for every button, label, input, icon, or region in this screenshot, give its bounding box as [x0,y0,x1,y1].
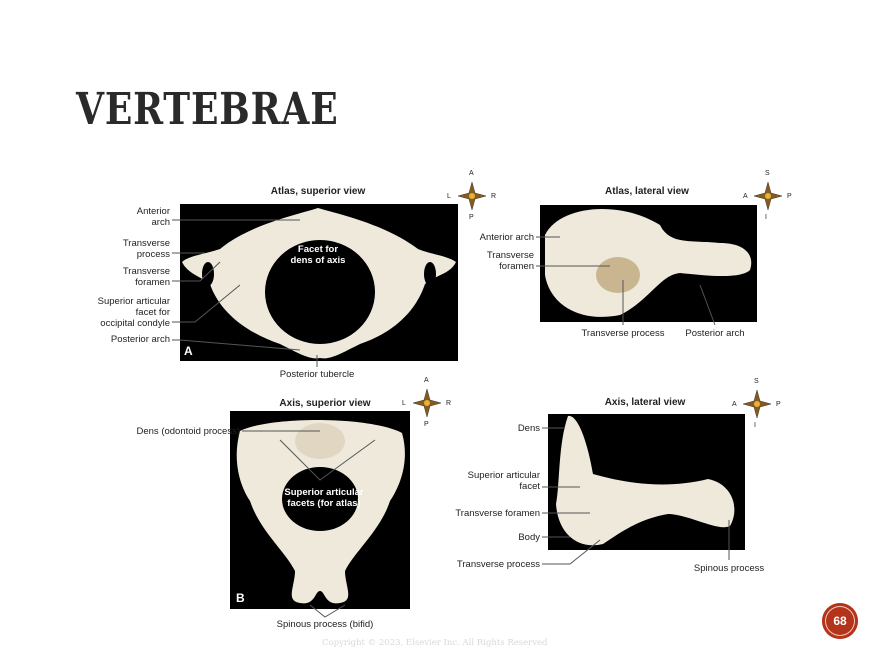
page-number-badge: 68 [822,603,858,639]
compass-left: L [402,400,406,407]
compass-rose-icon [753,181,783,211]
compass-bottom: I [765,214,767,221]
label-anterior-arch-lateral: Anterior arch [479,232,534,243]
compass-top: A [469,170,474,177]
compass-right: P [787,193,792,200]
axis-superior-image: B Superior articular facets (for atlas) [230,411,410,609]
compass-top: S [754,378,759,385]
label-spinous-process: Spinous process [693,563,765,574]
compass-left: A [743,193,748,200]
atlas-superior-bone [182,208,456,359]
label-transverse-process: Transverse process [122,238,170,260]
compass-right: R [491,193,497,200]
compass-icon-atlas-superior: A P L R [447,170,496,221]
slide-title: VERTEBRAE [76,84,339,135]
panel-letter-a: A [184,344,193,358]
axis-lateral-title: Axis, lateral view [604,397,686,408]
superior-articular-facets-label: Superior articular facets (for atlas) [284,487,364,509]
label-transverse-process-axis: Transverse process [456,559,540,570]
compass-icon-atlas-lateral: S I A P [743,170,792,221]
atlas-superior-title: Atlas, superior view [270,186,366,197]
label-dens-odontoid: Dens (odontoid process) [136,426,241,437]
compass-bottom: P [469,214,474,221]
copyright: Copyright © 2023, Elsevier Inc. All Righ… [322,638,548,648]
label-transverse-foramen: Transverse foramen [122,266,170,288]
label-dens: Dens [517,423,540,434]
axis-superior-title: Axis, superior view [279,398,371,409]
compass-rose-icon [742,389,772,419]
label-superior-articular-facet-axis: Superior articular facet [467,470,540,492]
label-transverse-process-lateral: Transverse process [581,328,665,339]
axis-lateral-image [548,414,745,550]
label-transverse-foramen-lateral: Transverse foramen [486,250,534,272]
label-posterior-tubercle: Posterior tubercle [279,369,355,380]
compass-icon-axis-lateral: S I A P [732,378,781,429]
compass-top: S [765,170,770,177]
axis-lateral-bone [556,415,735,546]
label-anterior-arch: Anterior arch [136,206,170,228]
compass-bottom: I [754,422,756,429]
compass-top: A [424,377,429,384]
label-posterior-arch: Posterior arch [110,334,170,345]
label-transverse-foramen-axis: Transverse foramen [455,508,540,519]
compass-bottom: P [424,421,429,428]
atlas-superior-image: A Facet for dens of axis [180,204,458,361]
compass-rose-icon [412,388,442,418]
compass-right: P [776,401,781,408]
compass-left: L [447,193,451,200]
compass-icon-axis-superior: A P L R [402,377,451,428]
label-posterior-arch-lateral: Posterior arch [685,328,745,339]
facet-for-dens-label: Facet for dens of axis [290,244,346,266]
axis-superior-bone [236,419,405,604]
panel-letter-b: B [236,591,245,605]
compass-rose-icon [457,181,487,211]
label-spinous-process-bifid: Spinous process (bifid) [276,619,374,630]
atlas-lateral-title: Atlas, lateral view [605,186,689,197]
label-superior-articular-facet: Superior articular facet for occipital c… [97,296,170,329]
compass-left: A [732,401,737,408]
compass-right: R [446,400,452,407]
label-body: Body [518,532,540,543]
